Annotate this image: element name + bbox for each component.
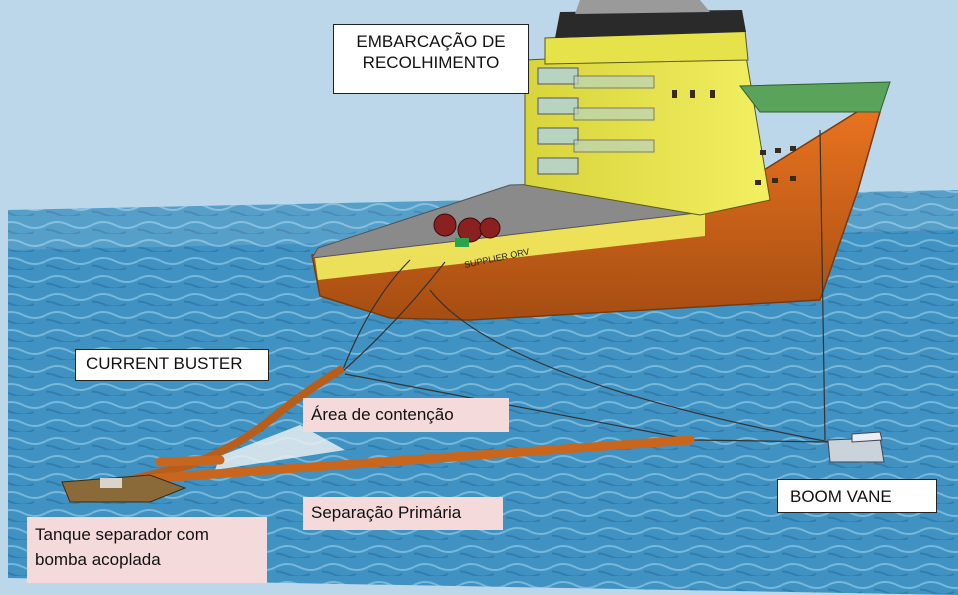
- recovery-ship: [311, 0, 891, 321]
- label-primary-separation: Separação Primária: [303, 497, 503, 530]
- label-containment-area: Área de contenção: [303, 398, 509, 432]
- label-boom-vane: BOOM VANE: [777, 479, 937, 513]
- separator-tank: [61, 474, 187, 503]
- label-separator-tank: Tanque separador com bomba acoplada: [27, 517, 267, 583]
- boom-vane: [827, 431, 885, 463]
- label-current-buster: CURRENT BUSTER: [75, 349, 269, 381]
- label-recovery-vessel: EMBARCAÇÃO DE RECOLHIMENTO: [333, 24, 529, 94]
- containment-area: [215, 425, 345, 470]
- tow-lines: [341, 129, 831, 443]
